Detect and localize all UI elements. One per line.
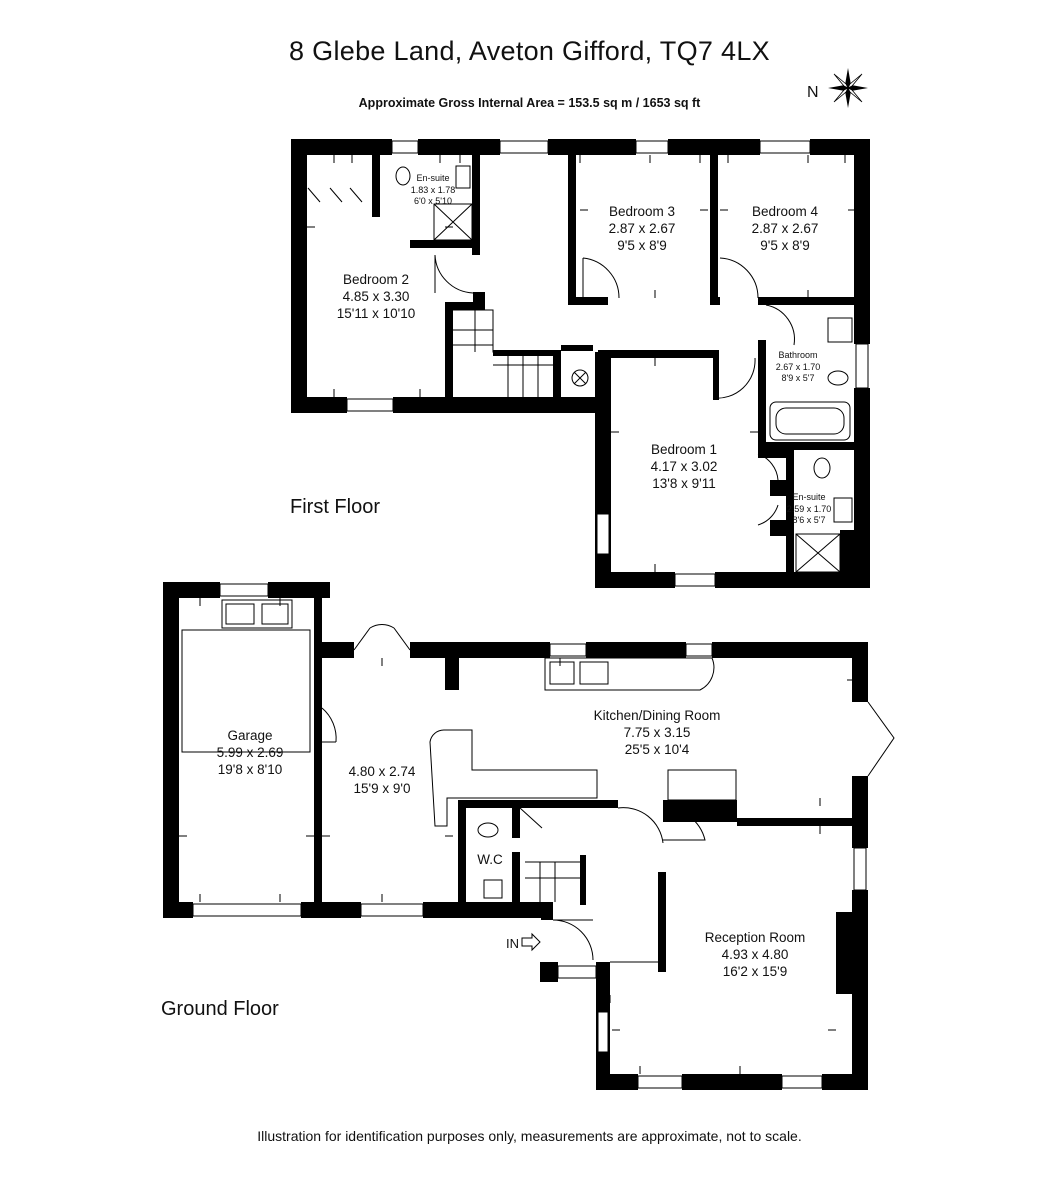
- room-imperial: 8'9 x 5'7: [781, 373, 815, 384]
- room-name: Bedroom 1: [650, 442, 718, 457]
- room-metric: 4.93 x 4.80: [721, 946, 789, 962]
- room-name: Bedroom 4: [751, 204, 819, 219]
- room-metric: 2.67 x 1.70: [775, 361, 821, 372]
- en-suite-1-label: En-suite 1.83 x 1.78 6'0 x 5'10: [405, 173, 461, 208]
- room-name: Bedroom 2: [342, 272, 410, 287]
- room-metric: 4.17 x 3.02: [650, 458, 718, 474]
- room-metric: 7.75 x 3.15: [623, 724, 691, 740]
- room-metric: 5.99 x 2.69: [216, 744, 284, 760]
- gross-area-subtitle: Approximate Gross Internal Area = 153.5 …: [358, 96, 701, 110]
- room-metric: 4.80 x 2.74: [348, 764, 416, 779]
- room-name: En-suite: [792, 492, 826, 502]
- en-suite-2-label: En-suite 2.59 x 1.70 8'6 x 5'7: [783, 492, 835, 527]
- utility-room-label: 4.80 x 2.74 15'9 x 9'0: [332, 764, 432, 798]
- garage-label: Garage 5.99 x 2.69 19'8 x 8'10: [200, 728, 300, 779]
- room-imperial: 15'9 x 9'0: [353, 780, 411, 796]
- page-title: 8 Glebe Land, Aveton Gifford, TQ7 4LX: [289, 36, 770, 66]
- reception-room-label: Reception Room 4.93 x 4.80 16'2 x 15'9: [690, 930, 820, 981]
- room-metric: 2.59 x 1.70: [786, 503, 832, 514]
- compass-north-label: N: [807, 84, 819, 101]
- room-imperial: 9'5 x 8'9: [617, 237, 667, 253]
- room-imperial: 15'11 x 10'10: [336, 305, 416, 321]
- ground-floor-plan: [163, 582, 895, 1090]
- bedroom-1-label: Bedroom 1 4.17 x 3.02 13'8 x 9'11: [634, 442, 734, 493]
- room-name: En-suite: [416, 173, 450, 183]
- room-imperial: 16'2 x 15'9: [722, 963, 788, 979]
- room-imperial: 25'5 x 10'4: [624, 741, 690, 757]
- room-imperial: 6'0 x 5'10: [414, 196, 452, 207]
- first-floor-label: First Floor: [290, 496, 380, 518]
- ground-floor-label: Ground Floor: [161, 998, 279, 1020]
- room-imperial: 13'8 x 9'11: [652, 475, 716, 491]
- room-imperial: 19'8 x 8'10: [217, 761, 283, 777]
- bedroom-4-label: Bedroom 4 2.87 x 2.67 9'5 x 8'9: [735, 204, 835, 255]
- room-imperial: 8'6 x 5'7: [792, 515, 826, 526]
- room-name: Garage: [227, 728, 273, 743]
- kitchen-dining-label: Kitchen/Dining Room 7.75 x 3.15 25'5 x 1…: [579, 708, 735, 759]
- room-name: Bedroom 3: [608, 204, 676, 219]
- disclaimer-footer: Illustration for identification purposes…: [257, 1128, 802, 1144]
- bathroom-label: Bathroom 2.67 x 1.70 8'9 x 5'7: [768, 350, 828, 385]
- bedroom-3-label: Bedroom 3 2.87 x 2.67 9'5 x 8'9: [592, 204, 692, 255]
- first-floor-plan: [291, 139, 870, 588]
- room-name: Reception Room: [704, 930, 806, 945]
- room-metric: 2.87 x 2.67: [751, 220, 819, 236]
- room-metric: 2.87 x 2.67: [608, 220, 676, 236]
- wc-label: W.C: [477, 852, 503, 867]
- room-metric: 4.85 x 3.30: [342, 288, 410, 304]
- compass-rose-icon: [828, 68, 868, 108]
- room-name: Bathroom: [778, 350, 818, 360]
- bedroom-2-label: Bedroom 2 4.85 x 3.30 15'11 x 10'10: [326, 272, 426, 323]
- room-metric: 1.83 x 1.78: [410, 184, 456, 195]
- room-imperial: 9'5 x 8'9: [760, 237, 810, 253]
- room-name: Kitchen/Dining Room: [593, 708, 721, 723]
- entrance-label: IN: [506, 936, 519, 951]
